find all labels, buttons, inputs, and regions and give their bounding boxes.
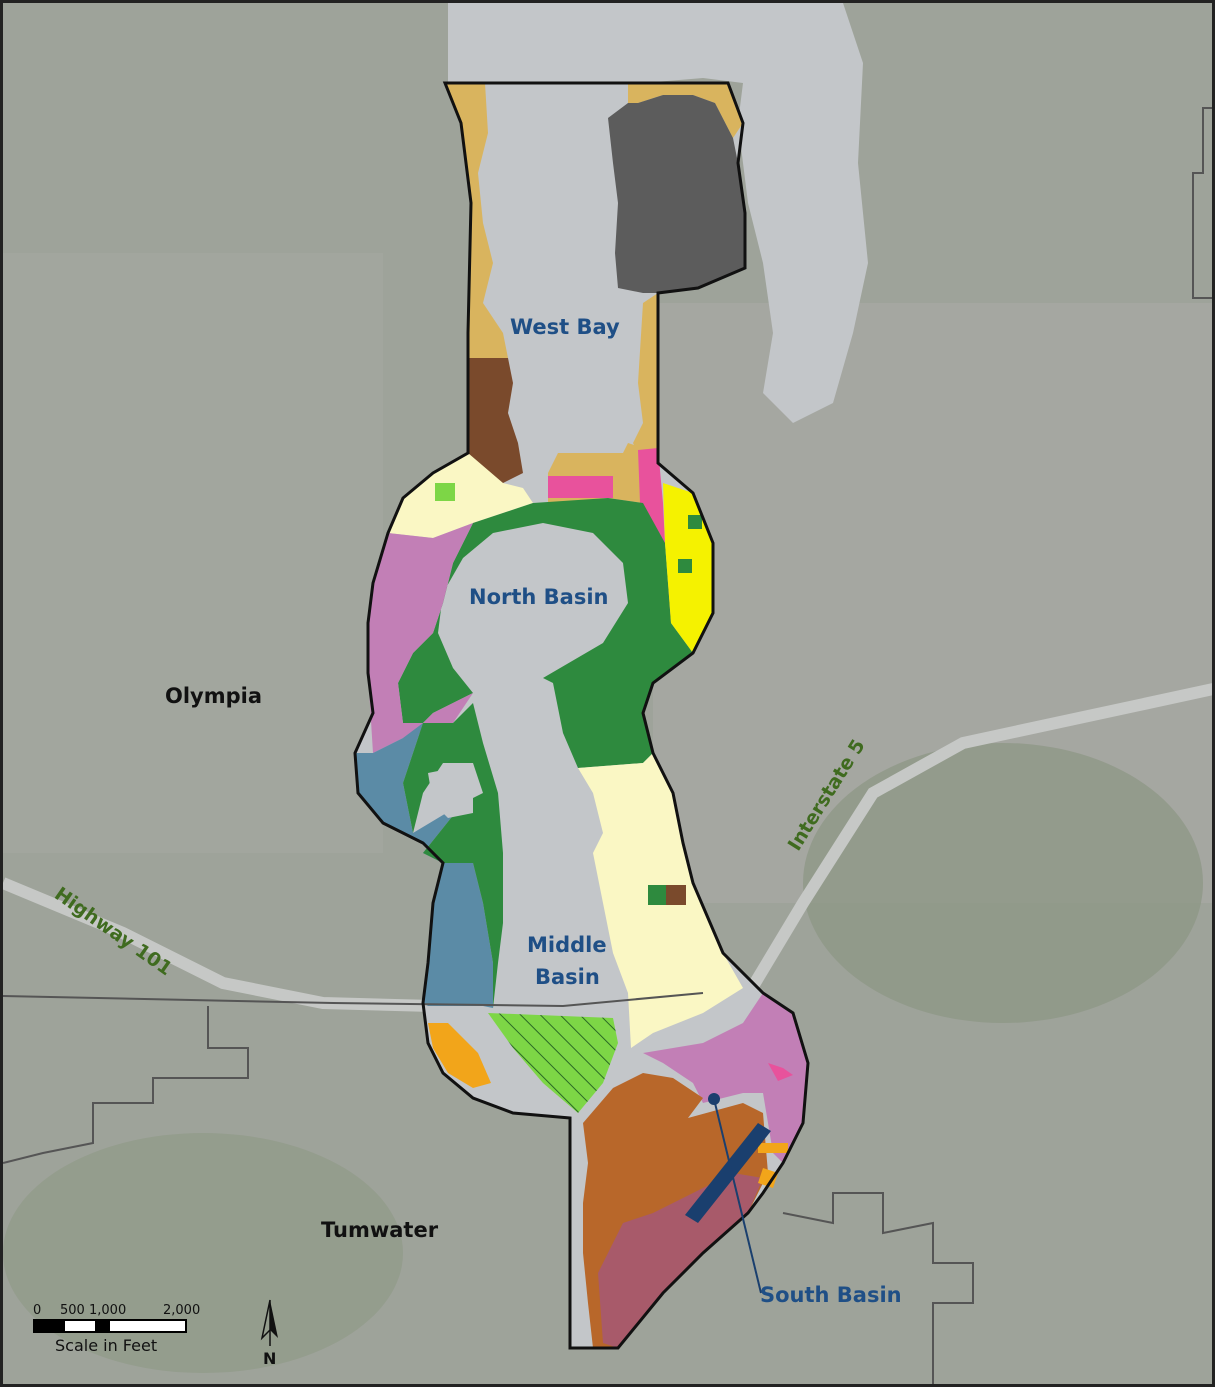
urban-area-west xyxy=(3,253,383,853)
forest-area-southwest xyxy=(3,1133,403,1373)
zone-green-downtown-2 xyxy=(678,559,692,573)
zone-orange-south-east-2 xyxy=(758,1168,778,1188)
city-boundary-line-ne xyxy=(1192,107,1212,299)
zone-pink-south-port xyxy=(548,476,613,498)
zone-green-north-basin xyxy=(398,498,693,768)
study-area-boundary xyxy=(353,81,810,1350)
interstate-5-road xyxy=(737,683,1212,1007)
zone-navy-bar xyxy=(685,1123,771,1223)
zone-island-middle-basin xyxy=(428,768,473,818)
zone-mauve-south xyxy=(598,1173,763,1348)
zone-port-peninsula xyxy=(608,95,745,293)
harbor-water xyxy=(448,3,868,423)
north-arrow-letter: N xyxy=(263,1349,276,1368)
scale-caption: Scale in Feet xyxy=(55,1336,158,1355)
scale-tick-500: 500 xyxy=(60,1303,85,1318)
label-tumwater: Tumwater xyxy=(321,1218,439,1242)
city-boundary-line-west xyxy=(3,1006,249,1164)
label-middle-basin-line1: Middle xyxy=(527,933,607,957)
zone-orange-southwest xyxy=(428,1023,491,1088)
label-olympia: Olympia xyxy=(165,684,263,708)
zone-tan-west-bay-northeast xyxy=(628,83,743,138)
map-canvas[interactable] xyxy=(3,3,1215,1387)
zone-steel-blue-west xyxy=(355,723,493,1008)
zone-green-middle-basin-west xyxy=(403,703,503,1008)
zone-green-middle-east xyxy=(648,885,666,905)
zone-purple-west xyxy=(368,523,473,753)
scale-tick-2000: 2,000 xyxy=(163,1303,201,1318)
label-middle-basin-line2: Basin xyxy=(535,965,600,989)
zone-brown-west-bay xyxy=(468,358,523,483)
zone-pink-south-basin-small xyxy=(768,1063,793,1081)
zone-orange-south-east xyxy=(758,1143,788,1153)
label-south-basin: South Basin xyxy=(760,1283,902,1307)
scale-segment-4 xyxy=(110,1321,185,1331)
zone-tan-west-bay-east xyxy=(633,293,658,463)
north-arrow-icon: N xyxy=(260,1299,278,1368)
scale-bar: 0 500 1,000 2,000 Scale in Feet xyxy=(33,1303,200,1355)
zone-green-downtown-1 xyxy=(688,515,702,529)
south-basin-leader xyxy=(713,1098,762,1294)
city-boundary-line-east xyxy=(782,1192,974,1384)
label-north-basin: North Basin xyxy=(469,585,609,609)
scale-tick-0: 0 xyxy=(33,1303,42,1318)
scale-segment-1 xyxy=(35,1321,65,1331)
zone-light-green-hatched xyxy=(488,1013,618,1113)
label-west-bay: West Bay xyxy=(510,315,620,339)
zone-brown-middle-east xyxy=(666,885,686,905)
city-boundary-line xyxy=(3,992,704,1008)
scale-bar-ticks: 0 500 1,000 2,000 xyxy=(33,1303,200,1319)
zone-light-green-small xyxy=(435,483,455,501)
scale-tick-1000: 1,000 xyxy=(89,1303,127,1318)
zone-light-yellow-northwest xyxy=(388,453,533,538)
scale-bar-graphic xyxy=(33,1319,187,1333)
zone-tan-west-bay-west xyxy=(445,83,508,358)
scale-segment-3 xyxy=(95,1321,110,1331)
scale-segment-2 xyxy=(65,1321,95,1331)
forest-area-east xyxy=(803,743,1203,1023)
zone-purple-south-basin xyxy=(643,993,808,1163)
